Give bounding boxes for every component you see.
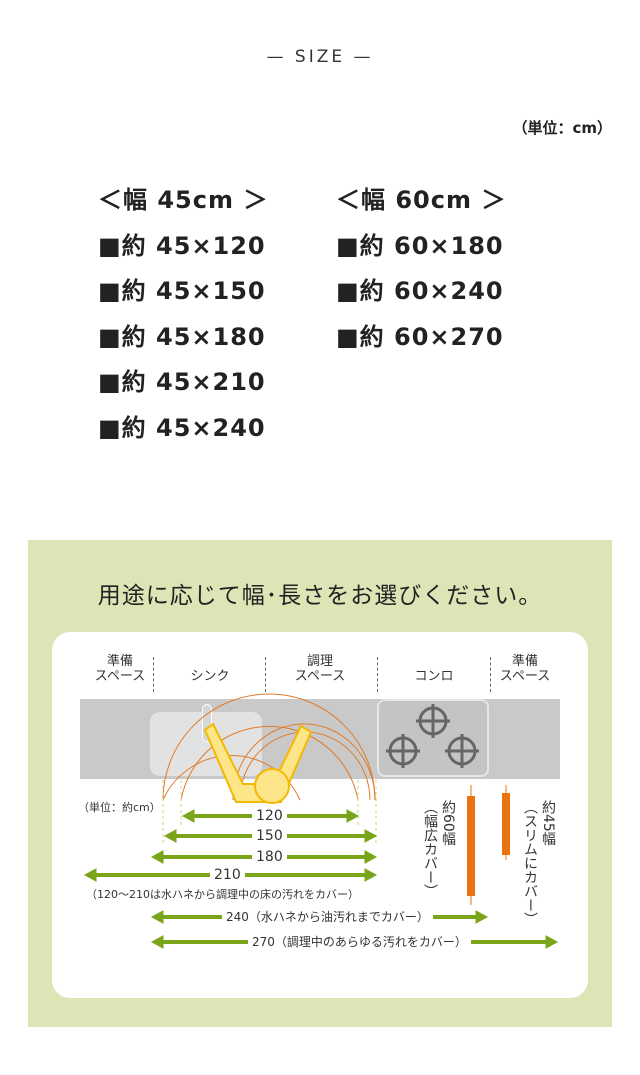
length-label-270: 270（調理中のあらゆる汚れをカバー） xyxy=(248,935,471,949)
length-label-210: 210 xyxy=(210,868,245,882)
zone-divider xyxy=(153,657,154,692)
zone-prep-right: 準備スペース xyxy=(492,654,558,684)
guide-lines xyxy=(162,780,377,845)
length-label-240: 240（水ハネから油汚れまでカバー） xyxy=(222,910,433,924)
size-item: ■約 45×120 xyxy=(98,231,266,260)
width-60-bar xyxy=(467,796,475,896)
zone-label: コンロ xyxy=(414,669,454,684)
size-item: ■約 45×150 xyxy=(98,277,266,305)
unit-label: （単位：cm） xyxy=(512,119,612,137)
guide-heading: 用途に応じて幅･長さをお選びください。 xyxy=(97,583,543,609)
width-45-header: ＜幅 45cm ＞ xyxy=(98,186,269,214)
width-60-list: ＜幅 60cm ＞ ■約 60×180 ■約 60×240 ■約 60×270 xyxy=(336,178,506,360)
burner-icon xyxy=(416,704,450,738)
burner-icon xyxy=(445,734,479,768)
size-item: ■約 60×270 xyxy=(336,322,504,351)
size-title: — SIZE — xyxy=(266,47,374,67)
zone-divider xyxy=(377,657,378,692)
length-label-150: 150 xyxy=(252,829,287,843)
faucet-icon xyxy=(202,704,212,742)
length-label-120: 120 xyxy=(252,809,287,823)
burner-icon xyxy=(386,734,420,768)
zone-label: スペース xyxy=(294,669,346,684)
zone-stove: コンロ xyxy=(382,654,486,684)
length-label-180: 180 xyxy=(252,850,287,864)
person-icon xyxy=(203,722,313,804)
width-45-list: ＜幅 45cm ＞ ■約 45×120 ■約 45×150 ■約 45×180 … xyxy=(98,178,268,451)
zone-sink: シンク xyxy=(160,654,260,684)
zone-label: 調理 xyxy=(306,654,333,669)
zone-cooking: 調理スペース xyxy=(270,654,370,684)
width-60-header: ＜幅 60cm ＞ xyxy=(336,186,507,214)
zone-label: スペース xyxy=(94,669,146,684)
size-item: ■約 60×240 xyxy=(336,277,504,305)
width-45-bar xyxy=(502,793,510,855)
size-item: ■約 45×180 xyxy=(98,322,266,351)
zone-label: 準備 xyxy=(106,654,133,669)
size-item: ■約 45×210 xyxy=(98,368,266,396)
width-45-sub: （スリムにカバー） xyxy=(522,800,538,926)
size-item: ■約 45×240 xyxy=(98,413,266,442)
zone-label: スペース xyxy=(499,669,551,684)
width-45-title: 約45幅 xyxy=(540,800,556,846)
range-note: （120～210は水ハネから調理中の床の汚れをカバー） xyxy=(86,888,359,901)
size-item: ■約 60×180 xyxy=(336,231,504,260)
zone-divider xyxy=(265,657,266,692)
width-60-sub: （幅広カバー） xyxy=(422,800,438,898)
unit-note: （単位：約cm） xyxy=(78,801,161,814)
zone-label: 準備 xyxy=(511,654,538,669)
zone-prep-left: 準備スペース xyxy=(85,654,155,684)
zone-divider xyxy=(490,657,491,692)
zone-label: シンク xyxy=(190,669,230,684)
width-60-title: 約60幅 xyxy=(440,800,456,846)
